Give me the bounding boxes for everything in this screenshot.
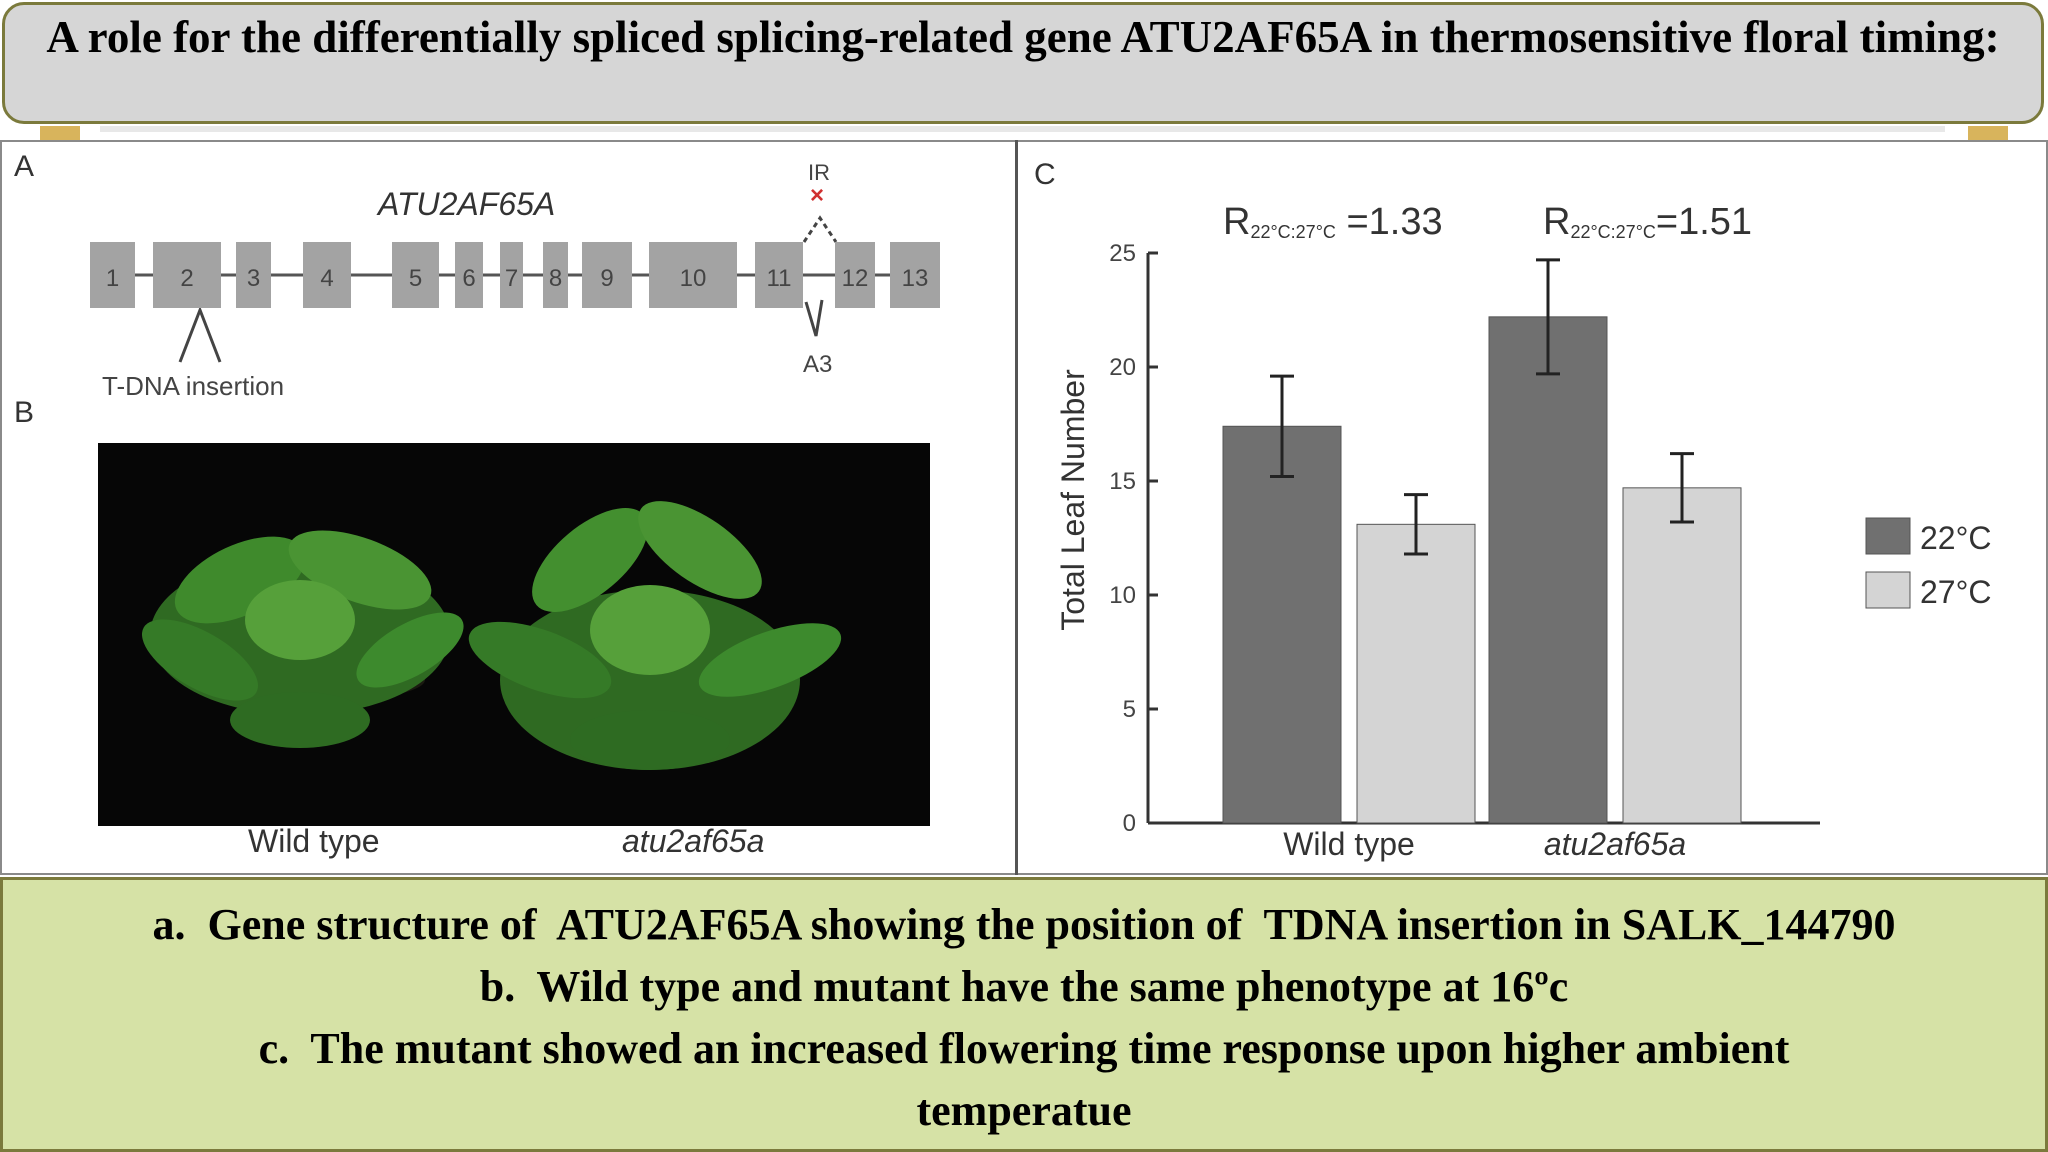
- exon-box: [755, 242, 803, 308]
- exon-label: 2: [180, 265, 193, 292]
- bar: [1622, 487, 1742, 824]
- y-axis-title: Total Leaf Number: [1055, 369, 1091, 631]
- exon-box: [90, 242, 135, 308]
- exon-label: 1: [106, 265, 119, 292]
- legend-label: 27°C: [1920, 574, 1992, 610]
- caption-line-b: b. Wild type and mutant have the same ph…: [479, 962, 1569, 1011]
- mutant-rosette: [468, 501, 842, 770]
- exon-label: 6: [462, 265, 475, 292]
- exon-box: [543, 242, 568, 308]
- exon-box: [500, 242, 523, 308]
- exon-label: 7: [505, 265, 518, 292]
- panel-divider: [1015, 140, 1018, 875]
- panel-c-letter: C: [1034, 158, 1056, 191]
- x-category-label: atu2af65a: [1544, 826, 1686, 862]
- exon-label: 12: [842, 265, 869, 292]
- legend-swatch: [1865, 571, 1911, 609]
- caption-line-c: c. The mutant showed an increased flower…: [258, 1024, 1790, 1073]
- exon-box: [890, 242, 940, 308]
- y-tick-label: 15: [1109, 468, 1136, 495]
- wild-type-photo-label: Wild type: [248, 823, 380, 859]
- y-tick-label: 0: [1123, 810, 1136, 837]
- bar: [1488, 316, 1608, 824]
- exon-label: 4: [320, 265, 333, 292]
- legend-swatch: [1865, 517, 1911, 555]
- y-tick-label: 10: [1109, 582, 1136, 609]
- title-decoration-left-bar: [100, 126, 1945, 132]
- ir-label: IR: [808, 160, 830, 185]
- exon-box: [153, 242, 221, 308]
- tdna-insertion-mark: [178, 305, 222, 363]
- bar: [1356, 523, 1476, 824]
- exon-box: [649, 242, 737, 308]
- caption-line-c-cont: temperatue: [916, 1086, 1132, 1135]
- exon-box: [392, 242, 439, 308]
- exon-box: [835, 242, 875, 308]
- exon-box: [236, 242, 271, 308]
- panel-b-letter: B: [14, 396, 34, 429]
- ir-splice-arc: [802, 215, 838, 243]
- legend-label: 22°C: [1920, 520, 1992, 556]
- exon-label: 13: [902, 265, 929, 292]
- exon-label: 3: [247, 265, 260, 292]
- panel-a-letter: A: [14, 150, 34, 183]
- a3-label: A3: [803, 351, 832, 378]
- title-decoration-right: [1968, 126, 2008, 140]
- ratio-annotation: R22°C:27°C =1.33: [1223, 201, 1443, 243]
- exon-label: 10: [680, 265, 707, 292]
- exon-label: 8: [549, 265, 562, 292]
- exon-label: 11: [767, 265, 792, 292]
- ir-mark: ×: [810, 182, 824, 209]
- x-category-label: Wild type: [1283, 826, 1415, 862]
- exon-box: [582, 242, 632, 308]
- caption-box: a. Gene structure of ATU2AF65A showing t…: [0, 877, 2048, 1152]
- slide-title: A role for the differentially spliced sp…: [2, 2, 2044, 124]
- wild-type-rosette: [141, 530, 464, 748]
- tdna-label: T-DNA insertion: [102, 371, 284, 401]
- title-decoration-left: [40, 126, 80, 140]
- exon-box: [303, 242, 351, 308]
- y-tick-label: 5: [1123, 696, 1136, 723]
- mutant-photo-label: atu2af65a: [622, 823, 764, 859]
- exon-label: 5: [409, 265, 422, 292]
- y-tick-label: 20: [1109, 354, 1136, 381]
- ratio-annotation: R22°C:27°C=1.51: [1543, 201, 1752, 243]
- caption-line-a: a. Gene structure of ATU2AF65A showing t…: [152, 900, 1896, 949]
- y-tick-label: 25: [1109, 240, 1136, 267]
- exon-box: [455, 242, 483, 308]
- gene-name-label: ATU2AF65A: [376, 186, 555, 222]
- a3-splice-mark: [804, 299, 824, 337]
- exon-label: 9: [600, 265, 613, 292]
- bar: [1222, 425, 1342, 824]
